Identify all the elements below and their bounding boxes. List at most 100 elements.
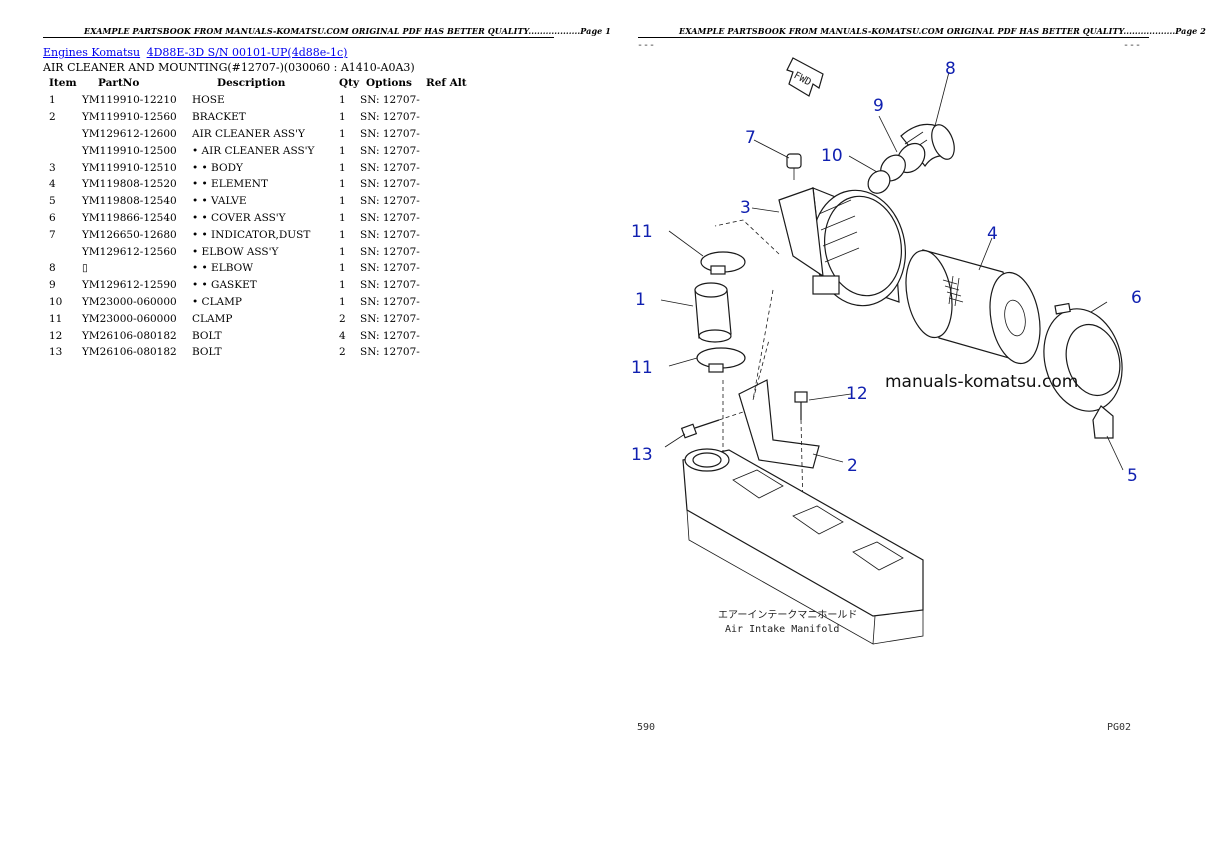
cell-options: SN: 12707- (360, 262, 420, 275)
cell-options: SN: 12707- (360, 279, 420, 292)
cell-qty: 1 (339, 195, 346, 208)
fwd-label: FWD (792, 70, 813, 88)
fwd-arrow-icon: FWD (786, 57, 824, 97)
cell-options: SN: 12707- (360, 228, 420, 241)
cell-qty: 1 (339, 111, 346, 124)
callout-8: 8 (945, 59, 956, 79)
cell-item: 6 (49, 211, 56, 224)
breadcrumb-link-model[interactable]: 4D88E-3D S/N 00101-UP(4d88e-1c) (146, 46, 348, 59)
breadcrumb-link-engines[interactable]: Engines Komatsu (43, 46, 141, 59)
col-header-description: Description (217, 77, 286, 89)
cell-partno: YM119910-12210 (82, 94, 177, 107)
cell-refalt (426, 193, 467, 210)
air-intake-manifold (682, 448, 924, 645)
valve-part (1092, 405, 1114, 439)
cell-options: SN: 12707- (360, 94, 420, 107)
bolt-12-part (794, 391, 808, 511)
cell-options: SN: 12707- (360, 161, 420, 174)
col-header-options: Options (366, 77, 412, 89)
cell-qty: 1 (339, 228, 346, 241)
cell-options: SN: 12707- (360, 127, 420, 140)
callout-3: 3 (740, 198, 751, 218)
right-page: EXAMPLE PARTSBOOK FROM MANUALS-KOMATSU.C… (595, 0, 1206, 842)
page-header-right: EXAMPLE PARTSBOOK FROM MANUALS-KOMATSU.C… (679, 26, 1206, 36)
cell-partno: YM119910-12560 (82, 111, 177, 124)
cell-description: • • GASKET (192, 279, 257, 292)
section-title: AIR CLEANER AND MOUNTING(#12707-)(030060… (43, 61, 415, 74)
cell-refalt (426, 159, 467, 176)
exploded-parts-diagram: ‐‐‐ ‐‐‐ FWD (631, 40, 1142, 733)
cell-options: SN: 12707- (360, 346, 420, 359)
cell-description: • • COVER ASS'Y (192, 211, 286, 224)
callout-10: 10 (821, 146, 843, 166)
clamp-screw (708, 363, 724, 373)
cell-qty: 1 (339, 279, 346, 292)
cell-partno: YM23000-060000 (82, 312, 177, 325)
cell-qty: 1 (339, 161, 346, 174)
cell-partno: YM119910-12510 (82, 161, 177, 174)
cell-partno: YM23000-060000 (82, 295, 177, 308)
cell-item: 5 (49, 195, 56, 208)
cell-description: BOLT (192, 329, 222, 342)
leader-lines (660, 71, 1124, 471)
cell-refalt (426, 126, 467, 143)
parts-table: Item PartNo Description Qty Options Ref … (43, 76, 467, 361)
cell-refalt (426, 210, 467, 227)
cell-description: • ELBOW ASS'Y (192, 245, 279, 258)
cell-options: SN: 12707- (360, 195, 420, 208)
corner-mark: ‐‐‐ (637, 40, 655, 51)
page-code-left: 590 (637, 722, 655, 733)
cell-qty: 1 (339, 94, 346, 107)
col-header-qty: Qty (339, 77, 360, 89)
cell-refalt (426, 92, 467, 109)
cell-description: AIR CLEANER ASS'Y (192, 127, 305, 140)
cell-refalt (426, 243, 467, 260)
header-rule (43, 37, 554, 38)
cell-partno: YM119808-12520 (82, 178, 177, 191)
cell-description: HOSE (192, 94, 225, 107)
callout-1: 1 (635, 290, 646, 310)
cell-description: • AIR CLEANER ASS'Y (192, 144, 315, 157)
callout-13: 13 (631, 445, 653, 465)
cell-options: SN: 12707- (360, 312, 420, 325)
cell-item: 12 (49, 329, 63, 342)
cell-partno: YM119910-12500 (82, 144, 177, 157)
cell-refalt (426, 277, 467, 294)
cell-description: CLAMP (192, 312, 233, 325)
clamp-screw (710, 265, 726, 275)
callout-6: 6 (1131, 288, 1142, 308)
breadcrumb: Engines Komatsu 4D88E-3D S/N 00101-UP(4d… (43, 46, 347, 59)
col-header-item: Item (49, 77, 77, 89)
cell-description: • • VALVE (192, 195, 247, 208)
cell-partno: YM129612-12560 (82, 245, 177, 258)
cell-qty: 1 (339, 178, 346, 191)
cell-partno: YM26106-080182 (82, 329, 177, 342)
manifold-label-en: Air Intake Manifold (725, 624, 839, 635)
callout-11-upper: 11 (631, 222, 653, 242)
col-header-refalt: Ref Alt (426, 77, 467, 89)
cell-item: 9 (49, 279, 56, 292)
cell-description: • • ELBOW (192, 262, 254, 275)
cell-item: 10 (49, 295, 63, 308)
cell-refalt (426, 260, 467, 277)
cell-refalt (426, 344, 467, 361)
cell-partno: YM129612-12600 (82, 127, 177, 140)
cell-options: SN: 12707- (360, 295, 420, 308)
col-header-partno: PartNo (98, 77, 140, 89)
cell-item: 3 (49, 161, 56, 174)
cell-refalt (426, 310, 467, 327)
cell-options: SN: 12707- (360, 245, 420, 258)
cell-qty: 4 (339, 329, 346, 342)
cell-refalt (426, 226, 467, 243)
